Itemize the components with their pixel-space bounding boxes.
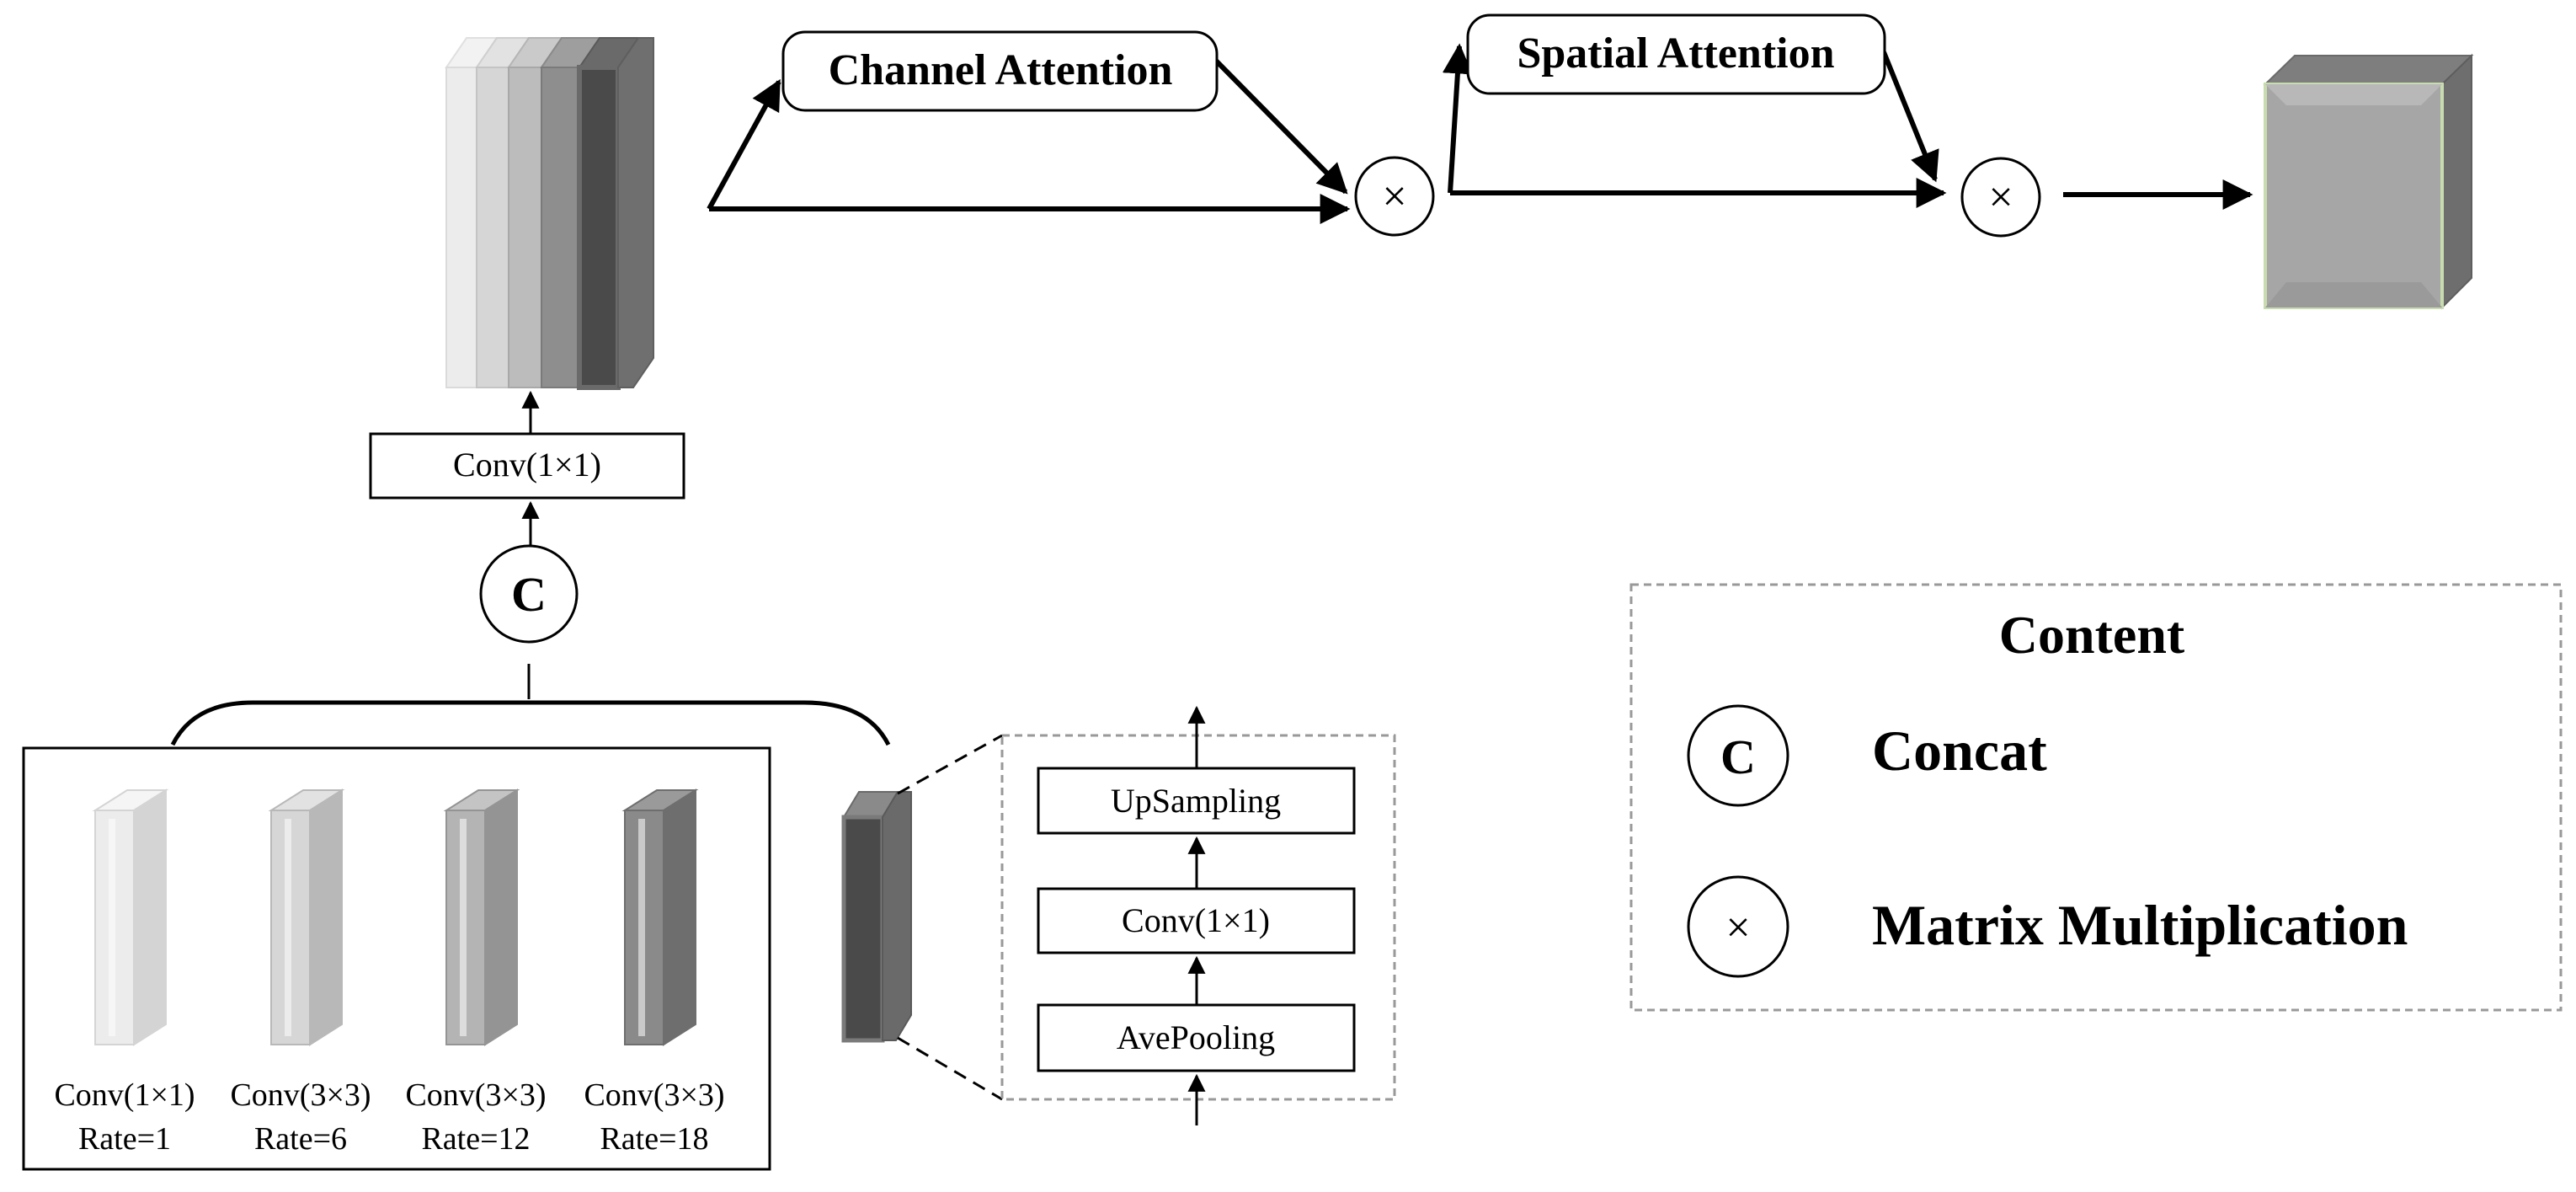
branch-blocks	[92, 788, 699, 1046]
legend-title: Content	[1999, 605, 2185, 665]
multiply-symbol: ×	[1988, 174, 2013, 222]
channel-attention-box: Channel Attention	[781, 30, 1219, 112]
branch-brace	[170, 664, 891, 746]
arrow-spatial-attention-to-multiply	[1881, 51, 1939, 183]
branch-rate-label: Rate=18	[600, 1121, 708, 1157]
zoom-line-bottom	[897, 1036, 1003, 1101]
concat-node: C	[479, 544, 579, 644]
branch-block	[621, 788, 699, 1046]
legend-concat-label: Concat	[1872, 719, 2047, 783]
output-feature-cube	[2263, 53, 2474, 310]
branch-conv-label: Conv(3×3)	[405, 1077, 546, 1113]
arrow-stack-to-channel-attention	[707, 78, 781, 211]
legend-multiply-symbol: ×	[1725, 904, 1750, 952]
branch-rate-label: Rate=1	[78, 1121, 171, 1157]
pooling-detail-box	[1000, 734, 1396, 1101]
upsampling-label: UpSampling	[1111, 782, 1281, 820]
channel-attention-label: Channel Attention	[829, 46, 1173, 94]
legend-box	[1629, 583, 2563, 1012]
branch-conv-label: Conv(3×3)	[584, 1077, 724, 1113]
legend-item-multiplication: × Matrix Multiplication	[1687, 875, 2408, 978]
fusion-conv-box: Conv(1×1)	[369, 432, 685, 500]
multiply-symbol: ×	[1382, 173, 1406, 221]
branch-labels: Conv(1×1) Rate=1 Conv(3×3) Rate=6 Conv(3…	[54, 1077, 724, 1157]
legend: Content C Concat × Matrix Multiplication	[1629, 583, 2563, 1012]
branch-rate-label: Rate=12	[421, 1121, 530, 1157]
legend-concat-symbol: C	[1720, 730, 1756, 784]
pooling-branch-block	[841, 791, 912, 1043]
branch-block	[268, 788, 345, 1046]
branch-block	[92, 788, 169, 1046]
branch-container	[22, 746, 771, 1171]
avepooling-label: AvePooling	[1117, 1018, 1275, 1056]
zoom-line-top	[897, 734, 1003, 795]
arrow-to-spatial-attention	[1442, 43, 1473, 194]
concat-symbol: C	[511, 567, 547, 622]
branch-conv-label: Conv(1×1)	[54, 1077, 195, 1113]
fusion-conv-label: Conv(1×1)	[453, 446, 601, 484]
spatial-attention-box: Spatial Attention	[1466, 13, 1886, 95]
pooling-conv-box: Conv(1×1)	[1037, 887, 1356, 954]
branch-conv-label: Conv(3×3)	[230, 1077, 371, 1113]
avepooling-box: AvePooling	[1037, 1003, 1356, 1072]
legend-multiply-label: Matrix Multiplication	[1872, 893, 2408, 957]
arrow-channel-attention-to-multiply	[1212, 56, 1348, 195]
multiply-node-2: ×	[1960, 157, 2041, 238]
pooling-conv-label: Conv(1×1)	[1122, 901, 1270, 939]
branch-rate-label: Rate=6	[254, 1121, 347, 1157]
stacked-feature-map	[445, 37, 654, 390]
branch-block	[443, 788, 520, 1046]
spatial-attention-label: Spatial Attention	[1517, 29, 1834, 78]
upsampling-box: UpSampling	[1037, 767, 1356, 835]
multiply-node-1: ×	[1354, 156, 1435, 237]
legend-item-concat: C Concat	[1687, 704, 2047, 807]
